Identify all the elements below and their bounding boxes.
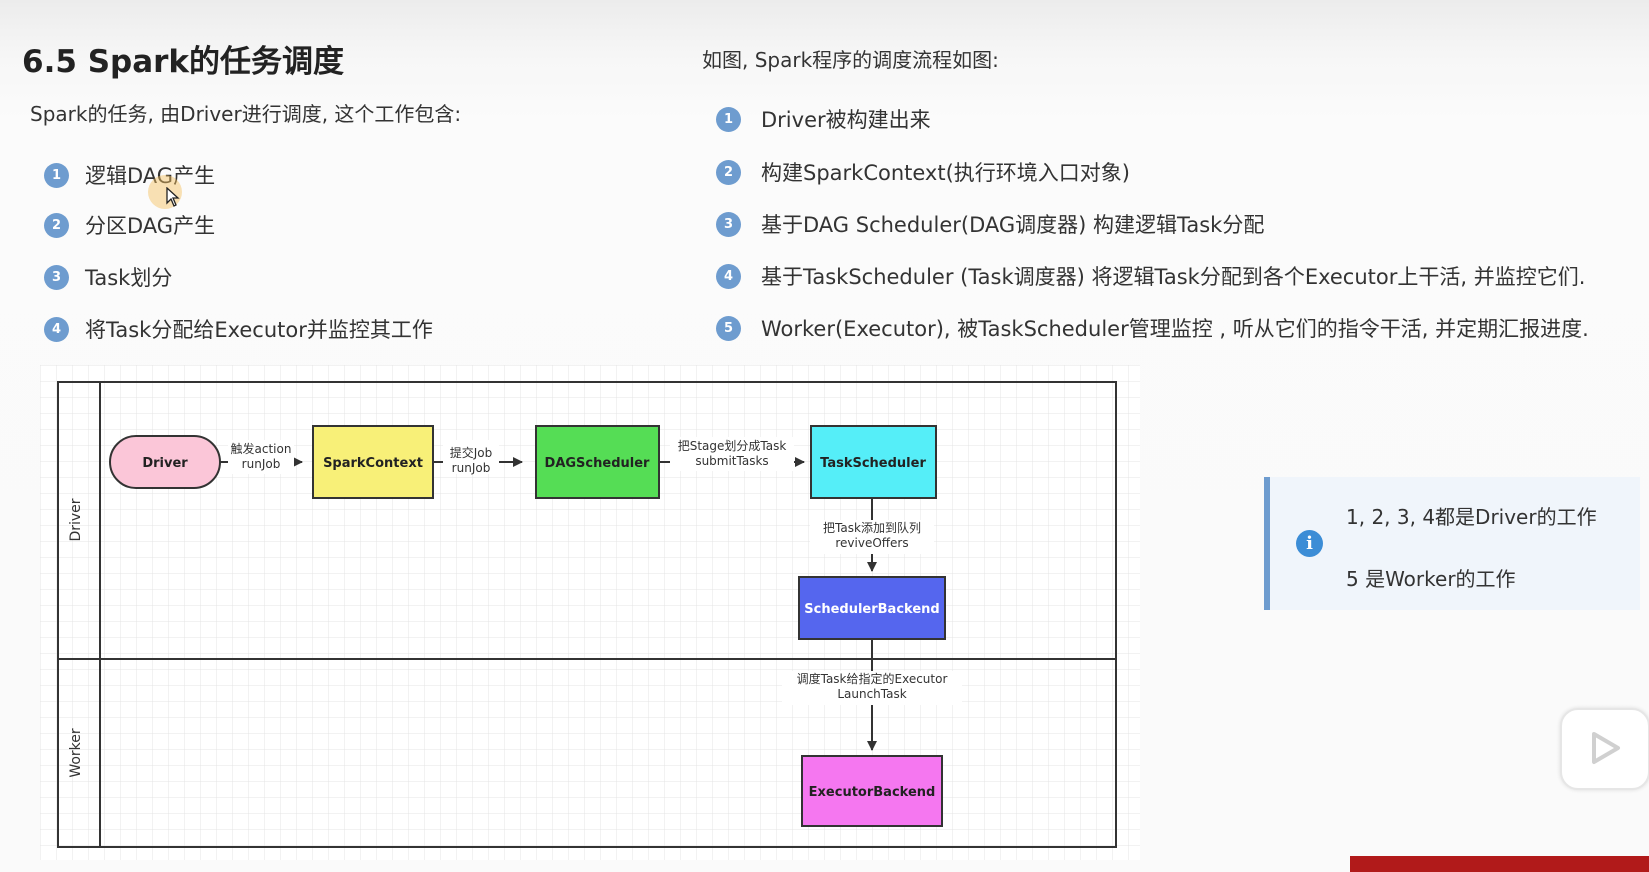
list-item-text: Worker(Executor), 被TaskScheduler管理监控 , 听…	[761, 317, 1589, 341]
node-scheduler-backend	[798, 576, 946, 640]
node-executor-backend-label: ExecutorBackend	[809, 785, 936, 800]
number-badge: 2	[44, 212, 69, 238]
lane-label-driver: Driver	[68, 498, 84, 541]
edge-label: runJob	[242, 457, 281, 471]
list-item-text: 将Task分配给Executor并监控其工作	[85, 318, 433, 342]
node-task-scheduler-label: TaskScheduler	[820, 456, 926, 471]
edge-label-bg	[443, 440, 499, 474]
bottom-banner	[1350, 856, 1649, 872]
info-line: 5 是Worker的工作	[1346, 567, 1516, 591]
info-line: 1, 2, 3, 4都是Driver的工作	[1346, 505, 1597, 529]
edge-label-bg	[228, 440, 294, 474]
play-icon	[1592, 732, 1620, 764]
list-item: 2 分区DAG产生	[44, 210, 215, 240]
edge-label: reviveOffers	[835, 536, 908, 550]
edge-label: LaunchTask	[837, 687, 906, 701]
node-spark-context	[312, 425, 434, 499]
list-item: 4 将Task分配给Executor并监控其工作	[44, 314, 433, 344]
list-item: 1 逻辑DAG产生	[44, 160, 215, 190]
edge-label: submitTasks	[695, 454, 768, 468]
list-item-text: Task划分	[85, 266, 173, 290]
list-item: 3 基于DAG Scheduler(DAG调度器) 构建逻辑Task分配	[716, 209, 1264, 239]
list-item: 5 Worker(Executor), 被TaskScheduler管理监控 , …	[716, 313, 1589, 343]
edge-label-bg	[782, 671, 962, 705]
info-icon: i	[1296, 530, 1323, 557]
lane-frame	[57, 381, 1117, 848]
video-play-button[interactable]	[1560, 708, 1649, 790]
intro-left: Spark的任务, 由Driver进行调度, 这个工作包含:	[30, 102, 462, 126]
node-driver	[109, 435, 221, 489]
number-badge: 1	[716, 106, 741, 132]
list-item: 1 Driver被构建出来	[716, 104, 931, 134]
cursor-highlight	[148, 175, 182, 209]
node-task-scheduler	[810, 425, 937, 499]
list-item-text: 构建SparkContext(执行环境入口对象)	[761, 161, 1130, 185]
node-scheduler-backend-label: SchedulerBackend	[804, 602, 939, 617]
edge-label: 触发action	[231, 441, 292, 456]
lane-label-worker: Worker	[68, 728, 84, 778]
edge-label-bg	[670, 437, 794, 471]
list-item: 2 构建SparkContext(执行环境入口对象)	[716, 157, 1130, 187]
edge-label: 提交Job	[450, 445, 493, 460]
number-badge: 5	[716, 315, 741, 341]
number-badge: 4	[44, 316, 69, 342]
edge-label-bg	[810, 520, 934, 554]
intro-right: 如图, Spark程序的调度流程如图:	[702, 48, 999, 72]
node-dag-scheduler	[535, 425, 660, 499]
number-badge: 4	[716, 263, 741, 289]
list-item-text: 逻辑DAG产生	[85, 164, 216, 188]
scheduling-flow-diagram: Driver Worker 触发action runJob 提交Job runJ…	[40, 365, 1140, 860]
node-executor-backend	[801, 755, 943, 827]
number-badge: 2	[716, 159, 741, 185]
mouse-cursor-icon	[166, 187, 180, 207]
number-badge: 3	[44, 264, 69, 290]
list-item: 4 基于TaskScheduler (Task调度器) 将逻辑Task分配到各个E…	[716, 261, 1585, 291]
list-item-text: 分区DAG产生	[85, 214, 216, 238]
node-dag-scheduler-label: DAGScheduler	[545, 456, 650, 471]
edge-label: runJob	[452, 461, 491, 475]
node-driver-label: Driver	[142, 456, 188, 471]
page-title: 6.5 Spark的任务调度	[22, 44, 345, 80]
list-item-text: Driver被构建出来	[761, 108, 931, 132]
list-item: 3 Task划分	[44, 262, 172, 292]
list-item-text: 基于TaskScheduler (Task调度器) 将逻辑Task分配到各个Ex…	[761, 265, 1586, 289]
list-item-text: 基于DAG Scheduler(DAG调度器) 构建逻辑Task分配	[761, 213, 1265, 237]
edge-label: 把Stage划分成Task	[678, 439, 787, 453]
edge-label: 调度Task给指定的Executor	[797, 671, 948, 686]
info-callout: i 1, 2, 3, 4都是Driver的工作 5 是Worker的工作	[1264, 477, 1640, 610]
edge-label: 把Task添加到队列	[823, 520, 921, 535]
number-badge: 3	[716, 211, 741, 237]
number-badge: 1	[44, 162, 69, 188]
node-spark-context-label: SparkContext	[323, 456, 423, 471]
